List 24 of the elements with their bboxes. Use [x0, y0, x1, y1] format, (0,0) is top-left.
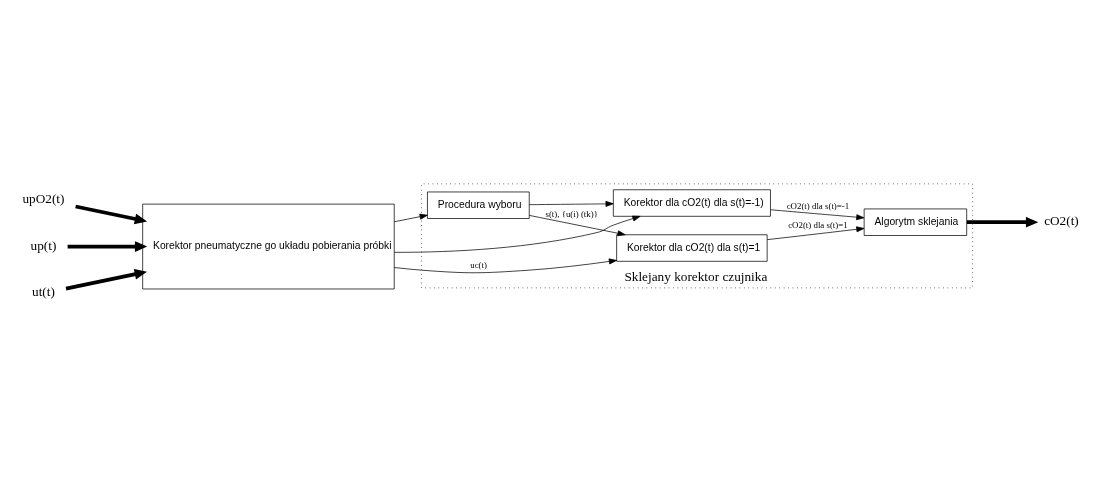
arrow	[67, 240, 148, 252]
edge-label: s(t), {u(i) (tk)}	[545, 208, 598, 219]
arrow	[65, 268, 147, 290]
arrow	[393, 213, 428, 222]
edge-label: cO2(t) dla s(t)=-1	[786, 200, 850, 211]
node-box: Algorytm sklejania	[863, 208, 968, 236]
node-text: upO2(t)	[22, 190, 65, 206]
arrow	[393, 258, 617, 273]
node-box: Procedura wyboru	[427, 191, 530, 219]
arrow	[966, 216, 1039, 228]
arrow	[766, 225, 865, 240]
node-text: cO2(t)	[1044, 212, 1079, 228]
node-box: Korektor pneumatyczne go układu pobierania próbki	[142, 203, 395, 289]
node-text: ut(t)	[32, 283, 55, 299]
edge-label: cO2(t) dla s(t)=1	[788, 219, 848, 230]
node-box: Korektor dla cO2(t) dla s(t)=-1)	[612, 188, 771, 217]
arrow	[393, 215, 641, 253]
arrow	[529, 200, 614, 207]
edge-label: uc(t)	[470, 259, 487, 270]
arrow	[770, 208, 865, 220]
arrow	[528, 214, 626, 236]
node-text: up(t)	[30, 237, 57, 253]
node-box: Korektor dla cO2(t) dla s(t)=1	[616, 233, 768, 262]
arrow	[75, 204, 148, 224]
